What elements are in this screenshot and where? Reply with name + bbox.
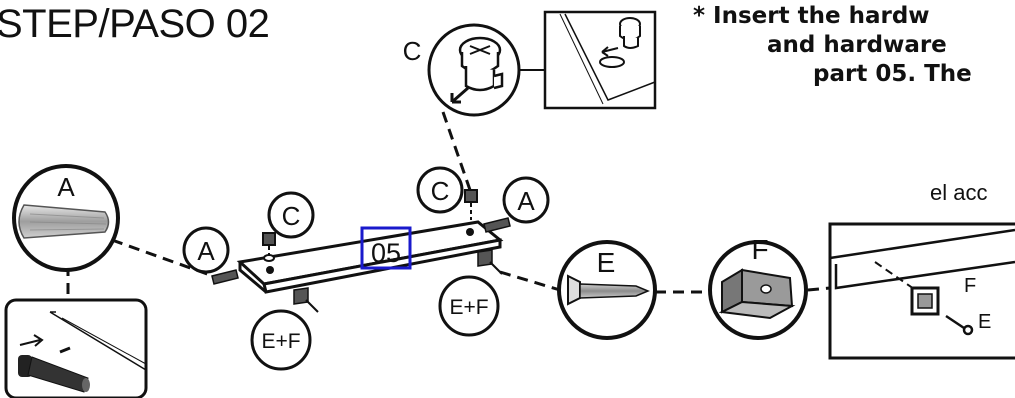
cam-inset bbox=[543, 10, 657, 110]
label-c-right-text: C bbox=[431, 176, 450, 206]
callout-f-large-label: F bbox=[751, 234, 768, 265]
bracket-icon bbox=[718, 268, 796, 320]
dowel-inset bbox=[4, 298, 148, 398]
shelf-panel bbox=[236, 220, 504, 294]
callout-e-large: E bbox=[557, 240, 657, 340]
label-ef-left-text: E+F bbox=[261, 330, 300, 353]
part-number-label: 05 bbox=[371, 238, 401, 268]
callout-e-large-label: E bbox=[597, 247, 616, 278]
leader-f-detail bbox=[807, 286, 831, 292]
note-line-3: part 05. The bbox=[813, 61, 972, 87]
cam-lock-icon bbox=[458, 36, 504, 92]
cam-right-icon bbox=[464, 189, 478, 220]
bracket-left-icon bbox=[293, 287, 319, 313]
callout-c-top-label: C bbox=[403, 36, 422, 66]
step-title: STEP/PASO 02 bbox=[0, 2, 270, 46]
insert-arrow-icon bbox=[19, 334, 44, 347]
cam-arrow-icon bbox=[450, 86, 469, 104]
label-c-left: C bbox=[267, 191, 315, 239]
bracket-detail-icon bbox=[910, 286, 940, 316]
bracket-detail-inset: F E bbox=[828, 222, 1015, 360]
note-line-2: and hardware bbox=[767, 32, 947, 58]
label-a-right-text: A bbox=[517, 186, 535, 216]
callout-a-large: A bbox=[12, 164, 120, 272]
part-highlight-box bbox=[360, 226, 412, 270]
label-c-left-text: C bbox=[282, 201, 301, 231]
label-a-left-text: A bbox=[197, 236, 215, 266]
label-ef-right-text: E+F bbox=[449, 296, 488, 319]
leader-e-left bbox=[499, 270, 561, 292]
leader-c-top bbox=[441, 111, 472, 191]
inset-arrow-icon bbox=[601, 46, 619, 57]
callout-a-large-label: A bbox=[57, 172, 75, 202]
cam-small-icon bbox=[619, 17, 641, 49]
callout-c-top: C bbox=[403, 23, 521, 117]
callout-f-large: F bbox=[708, 234, 808, 340]
note-line-1: * Insert the hardw bbox=[693, 3, 930, 29]
detail-e-label: E bbox=[978, 311, 991, 333]
label-ef-left: E+F bbox=[250, 309, 312, 371]
screw-icon bbox=[567, 274, 650, 306]
label-c-right: C bbox=[416, 166, 464, 214]
dowel-icon bbox=[18, 204, 110, 239]
instruction-note: * Insert the hardw and hardware part 05.… bbox=[693, 2, 972, 89]
dowel-right-icon bbox=[483, 217, 511, 233]
detail-f-label: F bbox=[964, 275, 976, 297]
bracket-right-icon bbox=[477, 249, 503, 275]
dowel-left-icon bbox=[211, 269, 239, 285]
cam-left-icon bbox=[262, 232, 276, 262]
screw-detail-icon bbox=[945, 314, 974, 336]
side-text: el acc bbox=[930, 180, 988, 205]
dowel-small-icon bbox=[18, 355, 90, 393]
label-a-right: A bbox=[502, 176, 550, 224]
label-ef-right: E+F bbox=[438, 275, 500, 337]
label-a-left: A bbox=[182, 226, 230, 274]
